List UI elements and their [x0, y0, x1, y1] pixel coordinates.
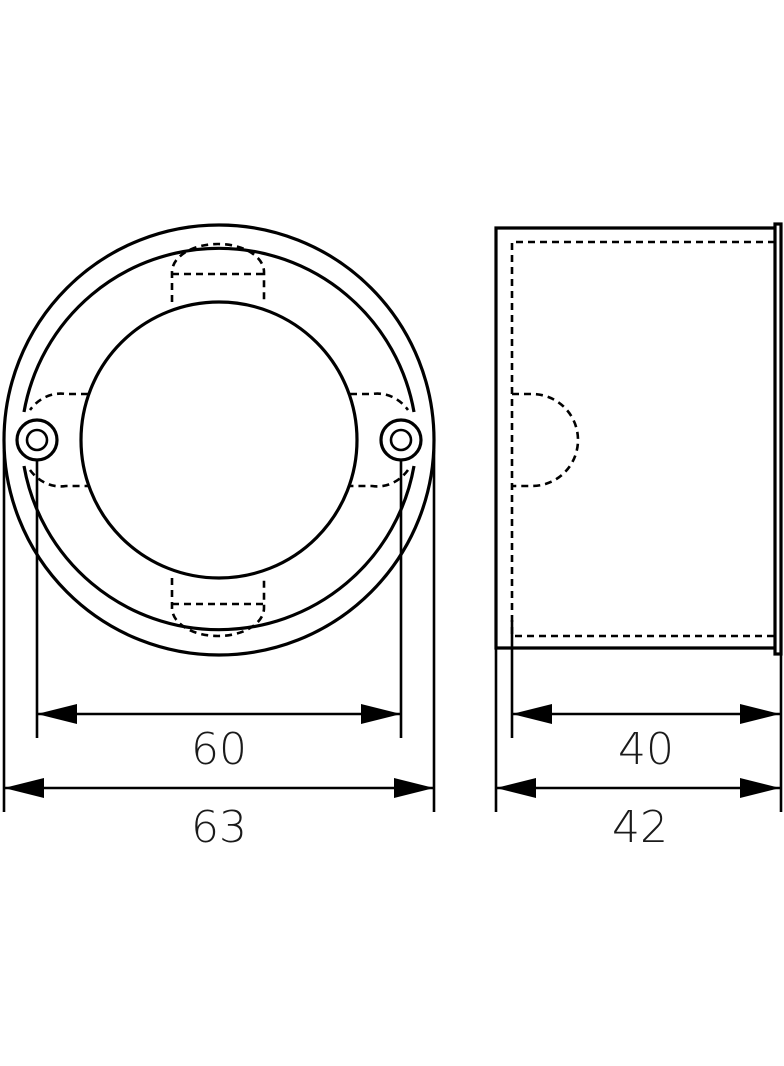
knockout-top-hidden: [170, 242, 266, 302]
dim-outer-diameter: 63: [191, 802, 247, 853]
left-screw-hole: [15, 418, 59, 462]
side-body-outline: [494, 226, 775, 650]
dim-inner-diameter: 60: [191, 724, 247, 775]
right-screw-hole: [379, 418, 423, 462]
side-knockout-hidden: [512, 392, 580, 488]
outer-rim-circle: [2, 223, 436, 657]
dim-outer-depth: 42: [612, 802, 668, 853]
front-dimensions: 60 63: [2, 450, 436, 853]
side-flange: [773, 222, 783, 656]
side-inner-hidden: [510, 240, 775, 638]
side-view: [494, 222, 783, 656]
knockout-bottom-hidden: [170, 578, 266, 638]
front-view: [2, 223, 436, 657]
inner-rim-top-arc: [22, 246, 416, 413]
center-opening-circle: [79, 300, 359, 580]
dim-inner-depth: 40: [618, 724, 674, 775]
knockout-right-hidden: [350, 392, 410, 488]
knockout-left-hidden: [28, 392, 88, 488]
side-dimensions: 40 42: [494, 620, 783, 853]
inner-rim-bottom-arc: [22, 465, 416, 632]
